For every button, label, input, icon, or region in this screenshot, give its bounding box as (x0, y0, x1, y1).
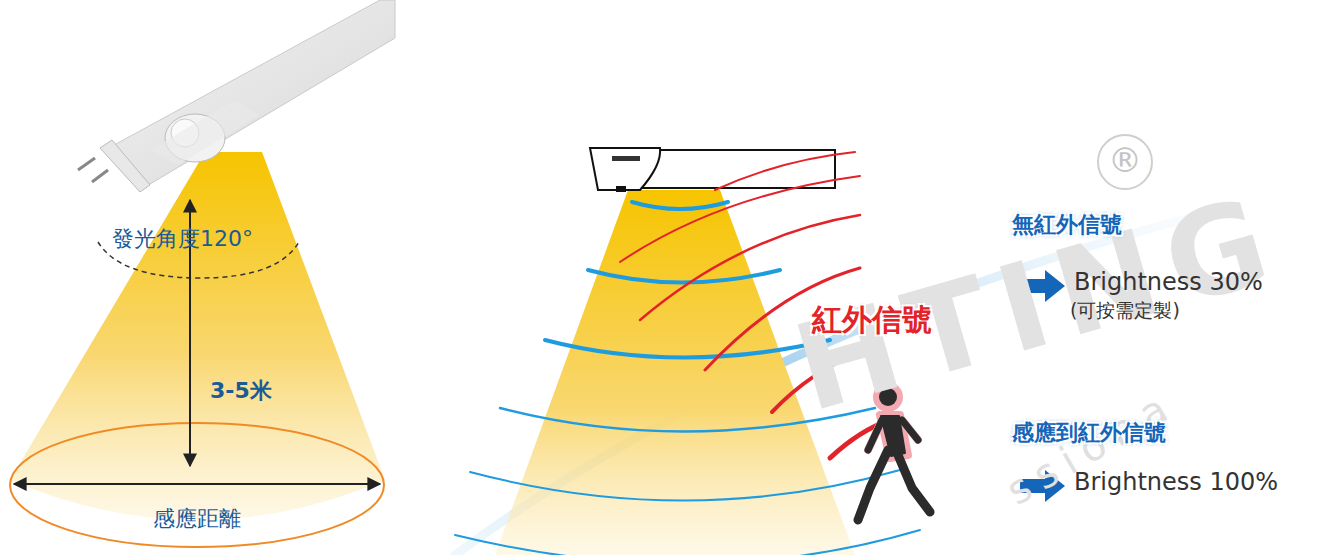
width-arrow (14, 483, 380, 485)
registered-mark-circle (1098, 135, 1152, 189)
led-tube (78, 0, 395, 192)
beam-angle-label: 發光角度120° (112, 226, 253, 252)
customizable-note: (可按需定製) (1070, 299, 1180, 322)
tube-outline (590, 148, 835, 192)
brightness-low: Brightness 30% (1074, 268, 1263, 297)
infrared-signal-label: 紅外信號 (812, 302, 932, 338)
height-dimension: 3-5米 (210, 378, 272, 404)
sensing-distance-label: 感應距離 (153, 506, 241, 532)
brightness-full: Brightness 100% (1074, 468, 1278, 497)
sensing-ellipse (10, 423, 384, 547)
no-signal-heading: 無紅外信號 (1012, 212, 1122, 238)
signal-detected-heading: 感應到紅外信號 (1012, 420, 1166, 446)
registered-mark: ® (1108, 140, 1142, 181)
light-cone (10, 152, 385, 520)
